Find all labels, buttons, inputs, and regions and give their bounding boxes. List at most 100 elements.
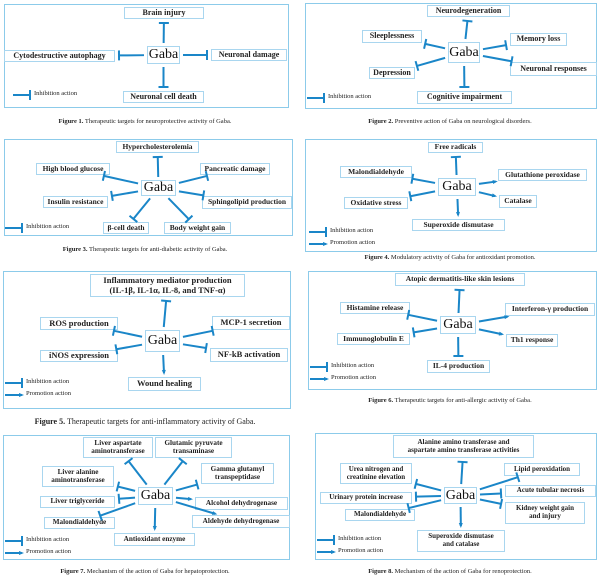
figure-6-edge-3-arrowhead-icon — [504, 315, 510, 320]
figure-4-target-node: Glutathione peroxidase — [498, 169, 587, 181]
figure-4-caption-label: Figure 4. — [364, 254, 390, 261]
figure-6-edge-2-line — [408, 313, 438, 322]
figure-3-target-node: High blood glucose — [36, 163, 110, 175]
figure-1-legend-inhibition-label: Inhibition action — [34, 90, 78, 97]
figure-3-target-node: Body weight gain — [164, 222, 231, 234]
figure-4-edge-3-arrowhead-icon — [492, 179, 498, 184]
figure-2-edge-4-line — [416, 56, 446, 67]
figure-2-edge-3-inhibition-bar-icon — [504, 40, 508, 51]
figure-5-target-node: Inflammatory mediator production (IL-1β,… — [90, 274, 245, 297]
figure-5-edge-2-inhibition-bar-icon — [111, 325, 116, 336]
figure-6-edge-2-inhibition-bar-icon — [406, 309, 411, 320]
figure-8-frame — [315, 433, 597, 560]
figure-5-edge-4-inhibition-bar-icon — [114, 344, 119, 355]
figure-7-target-node: Antioxidant enzyme — [114, 533, 195, 546]
figure-5-edge-5-line — [182, 343, 207, 350]
figure-6-caption: Figure 6. Therapeutic targets for anti-a… — [368, 397, 531, 404]
figure-3-edge-3-line — [178, 174, 208, 184]
figure-3-target-node: Insulin resistance — [43, 196, 108, 208]
figure-7-target-node: Alcohol dehydrogenase — [195, 497, 288, 510]
figure-6-target-node: Histamine release — [340, 302, 410, 314]
figure-7-target-node: Liver aspartate aminotransferase — [83, 437, 153, 458]
figure-6-target-node: Immunoglobulin E — [337, 333, 410, 345]
figure-2-target-node: Cognitive impairment — [417, 91, 512, 104]
figure-3-edge-2-inhibition-bar-icon — [101, 170, 106, 181]
figure-2-edge-5-inhibition-bar-icon — [509, 56, 514, 67]
figure-8-target-node: Urinary protein increase — [320, 492, 412, 504]
figure-6-edge-5-line — [478, 328, 503, 336]
figure-7-caption-text: Mechanism of the action of Gaba for hepa… — [85, 568, 230, 575]
figure-3-edge-6-inhibition-bar-icon — [128, 214, 138, 223]
figure-8-edge-1-line — [460, 461, 464, 485]
figure-2-target-node: Sleeplessness — [362, 30, 422, 43]
figure-7-edge-1-line — [127, 460, 148, 486]
figure-5-target-node: ROS production — [40, 317, 118, 330]
figure-3-edge-6-line — [132, 197, 151, 220]
figure-6-legend-inhibition-label: Inhibition action — [331, 362, 375, 369]
figure-8-edge-6-inhibition-bar-icon — [406, 502, 411, 514]
figure-3-legend-inhibition-label: Inhibition action — [26, 223, 70, 230]
figure-8-target-node: Malondialdehyde — [345, 509, 415, 521]
figure-4-target-node: Free radicals — [428, 142, 483, 153]
figure-4-legend-promotion-label: Promotion action — [330, 239, 375, 246]
figure-7-target-node: Malondialdehyde — [44, 517, 115, 529]
figure-7-edge-8-line — [175, 501, 216, 515]
figure-8-target-node: Urea nitrogen and creatinine elevation — [340, 463, 412, 484]
figure-7-edge-2-line — [163, 460, 184, 486]
figure-7-target-node: Aldehyde dehydrogenase — [192, 515, 290, 528]
figure-4-edge-4-line — [410, 190, 436, 198]
figure-4-edge-5-arrowhead-icon — [491, 193, 498, 198]
figure-3-center-node: Gaba — [141, 180, 176, 196]
figure-2-target-node: Depression — [369, 67, 415, 79]
figure-4-caption-text: Modulatory activity of Gaba for antioxid… — [389, 254, 536, 261]
figure-8-target-node: Kidney weight gain and injury — [505, 502, 585, 524]
figure-8-legend-promotion-label: Promotion action — [338, 547, 383, 554]
figure-3-edge-5-line — [178, 190, 204, 197]
figure-8-edge-3-line — [479, 476, 519, 491]
figure-7-frame — [3, 435, 290, 560]
figure-4-target-node: Oxidative stress — [344, 197, 408, 209]
figure-8-edge-2-line — [415, 482, 442, 492]
figure-5-edge-3-inhibition-bar-icon — [210, 325, 215, 336]
figure-5-caption-label: Figure 5. — [34, 417, 66, 426]
figure-2-legend-inhibition-label: Inhibition action — [328, 93, 372, 100]
figure-1-target-node: Cytodestructive autophagy — [4, 50, 115, 62]
figure-3-target-node: Pancreatic damage — [200, 163, 270, 175]
figure-7-center-node: Gaba — [138, 487, 173, 505]
figure-7-target-node: Liver triglyceride — [40, 496, 115, 508]
figure-6-target-node: Atopic dermatitis-like skin lesions — [395, 273, 525, 286]
figure-1-caption-text: Therapeutic targets for neuroprotective … — [83, 118, 232, 125]
figure-7-target-node: Glutamic pyruvate transaminase — [155, 437, 232, 458]
figure-5-target-node: Wound healing — [128, 377, 201, 391]
figure-2-edge-2-line — [424, 42, 446, 50]
figure-7-edge-1-inhibition-bar-icon — [123, 457, 134, 466]
figure-1-target-node: Brain injury — [124, 7, 204, 19]
figure-8-edge-7-line — [479, 498, 502, 505]
figure-7-caption-label: Figure 7. — [60, 568, 86, 575]
figure-5-edge-4-line — [116, 343, 143, 351]
figure-6-legend-promotion-label: Promotion action — [331, 374, 376, 381]
figure-8-legend-promotion-arrowhead-icon — [331, 550, 336, 554]
figure-2-edge-5-line — [482, 55, 512, 63]
figure-2-caption: Figure 2. Preventive action of Gaba on n… — [368, 118, 531, 125]
figure-8-edge-8-arrowhead-icon — [458, 522, 463, 529]
figure-8-edge-6-line — [408, 499, 442, 510]
figure-1-caption-label: Figure 1. — [58, 118, 84, 125]
figure-5-caption: Figure 5. Therapeutic targets for anti-i… — [35, 417, 256, 426]
figure-4-legend-inhibition-label: Inhibition action — [330, 227, 374, 234]
figure-7-edge-8-arrowhead-icon — [211, 511, 218, 515]
figure-8-caption: Figure 8. Mechanism of the action of Gab… — [368, 568, 532, 575]
figure-6-center-node: Gaba — [440, 316, 476, 334]
figure-2-caption-text: Preventive action of Gaba on neurologica… — [393, 118, 532, 125]
figure-4-target-node: Superoxide dismutase — [412, 219, 505, 231]
figure-3-caption: Figure 3. Therapeutic targets for anti-d… — [63, 246, 228, 253]
figure-4-edge-2-inhibition-bar-icon — [410, 173, 415, 184]
figure-2-caption-label: Figure 2. — [368, 118, 394, 125]
figure-3-edge-4-inhibition-bar-icon — [110, 190, 114, 201]
figure-4-caption: Figure 4. Modulatory activity of Gaba fo… — [364, 254, 535, 261]
figure-2-edge-2-inhibition-bar-icon — [423, 38, 428, 49]
figure-3-frame — [4, 139, 293, 236]
figure-6-caption-text: Therapeutic targets for anti-allergic ac… — [393, 397, 532, 404]
figure-4-edge-4-inhibition-bar-icon — [408, 191, 413, 202]
